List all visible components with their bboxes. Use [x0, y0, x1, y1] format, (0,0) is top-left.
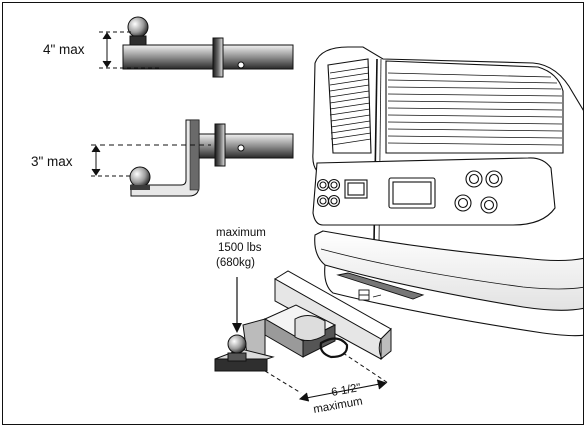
distance-caption: maximum: [312, 395, 363, 415]
rise-max-label: 4" max: [43, 42, 85, 57]
vehicle-body-outline: [314, 46, 583, 111]
rise-dimension: [99, 31, 159, 69]
right-rear-window: [385, 60, 564, 154]
ball-base-drop: [130, 185, 150, 190]
drop-bar-shadow: [189, 119, 200, 191]
hitch-ball-top: [127, 16, 149, 38]
load-line-3: (680kg): [216, 257, 255, 269]
drop-ball-mount: 3" max: [31, 119, 294, 197]
ball-mount-shank-top: [122, 44, 294, 70]
load-line-1: maximum: [216, 227, 266, 239]
right-tail-lights: [454, 170, 503, 214]
drop-dimension: [91, 144, 211, 177]
hitch-diagram: 4" max 3" max: [31, 16, 583, 416]
load-line-2: 1500 lbs: [218, 242, 262, 254]
receiver-hitch: [336, 272, 425, 301]
tow-assembly: [214, 270, 392, 372]
left-tail-lights: [316, 178, 341, 208]
hitch-ball-bottom: [227, 334, 247, 354]
safety-chain-loop: [319, 337, 349, 359]
drop-mount-plate: [214, 123, 226, 167]
right-window-louvers: [387, 72, 563, 146]
ball-collar-top: [129, 35, 147, 46]
distance-value: 6 1/2": [330, 382, 361, 399]
drop-max-label: 3" max: [31, 154, 73, 169]
vehicle-rear: [312, 46, 583, 337]
left-window-louvers: [329, 66, 372, 146]
pin-hole-drop: [237, 144, 245, 152]
pin-hole-top: [237, 61, 245, 69]
ball-distance-dimension: [264, 352, 389, 402]
hitch-ball-drop: [129, 166, 151, 188]
tongue-load-callout: maximum 1500 lbs (680kg): [216, 227, 266, 333]
rise-ball-mount: 4" max: [43, 16, 294, 78]
ball-mount-plate-top: [212, 37, 224, 78]
drop-mount-shank: [197, 133, 294, 159]
